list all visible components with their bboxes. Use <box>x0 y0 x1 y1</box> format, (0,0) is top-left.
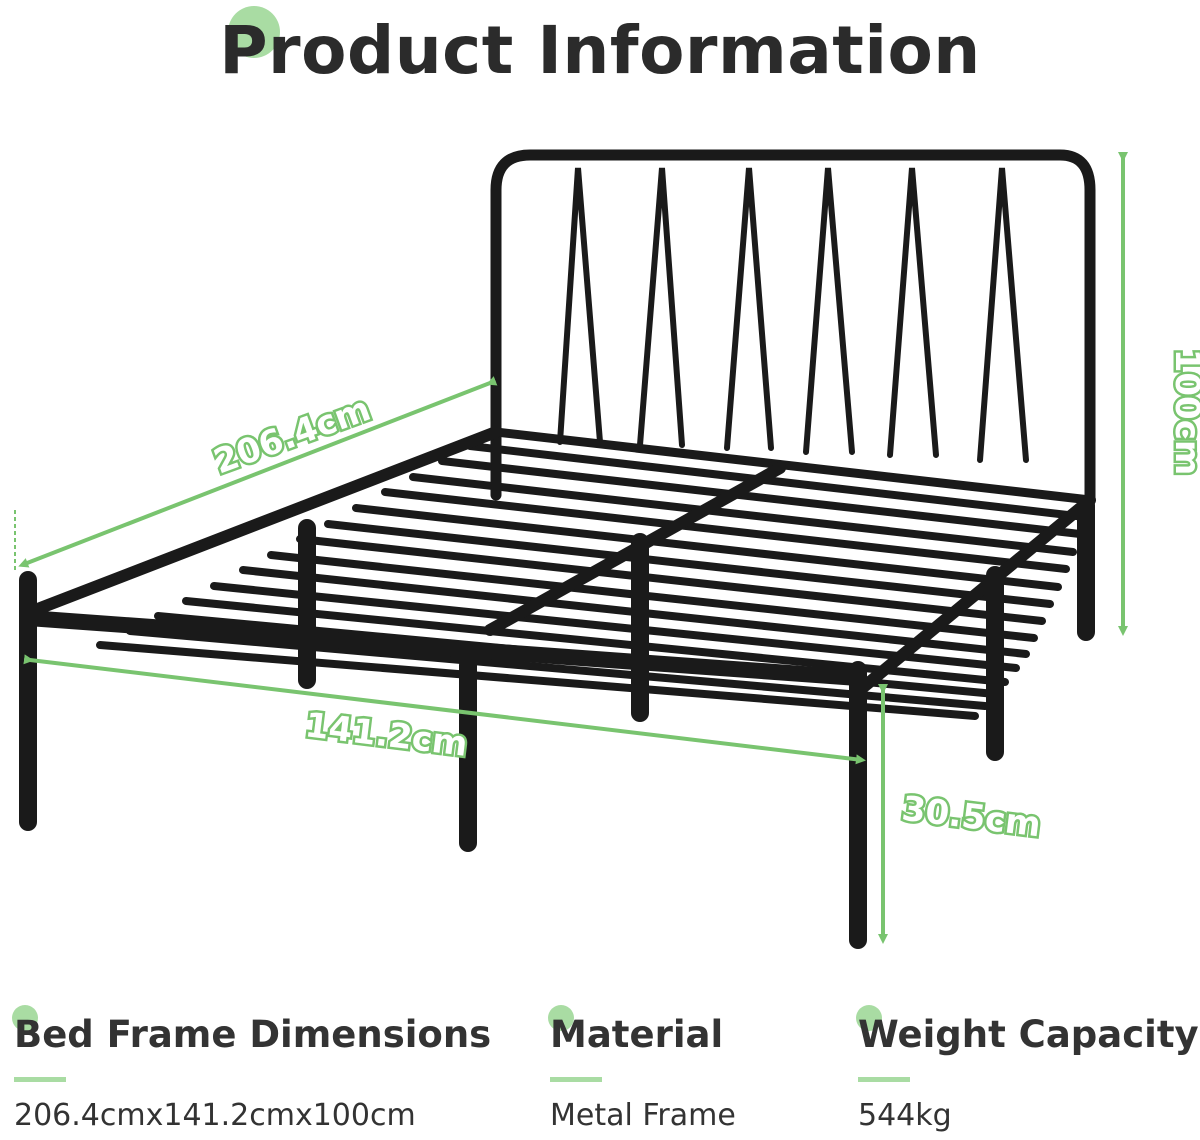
spec-heading: Bed Frame Dimensions <box>14 1013 492 1056</box>
spec-value: Metal Frame <box>550 1098 736 1133</box>
length-label: 206.4cm <box>209 389 376 482</box>
spec-value: 206.4cmx141.2cmx100cm <box>14 1098 416 1133</box>
width-arrow <box>23 654 866 765</box>
spec-accent-dot <box>548 1005 574 1031</box>
title-accent-dot <box>228 6 280 58</box>
headboard-height-label: 100cm <box>1167 349 1200 476</box>
header: Product Information <box>0 0 1200 110</box>
dimension-arrows <box>14 152 1128 944</box>
spec-underline <box>550 1077 602 1082</box>
length-arrow <box>18 376 498 568</box>
page-title: Product Information <box>219 12 981 89</box>
spec-value: 544kg <box>858 1098 952 1133</box>
bed-frame-diagram: 206.4cm 141.2cm 100cm 30.5cm <box>14 149 1200 949</box>
spec-accent-dot <box>12 1005 38 1031</box>
width-label: 141.2cm <box>303 705 470 765</box>
spec-underline <box>858 1077 910 1082</box>
clearance-height-label: 30.5cm <box>900 789 1043 846</box>
spec-accent-dot <box>856 1005 882 1031</box>
spec-underline <box>14 1077 66 1082</box>
spec-heading: Weight Capacity <box>858 1013 1199 1056</box>
spec-heading: Material <box>550 1013 724 1056</box>
